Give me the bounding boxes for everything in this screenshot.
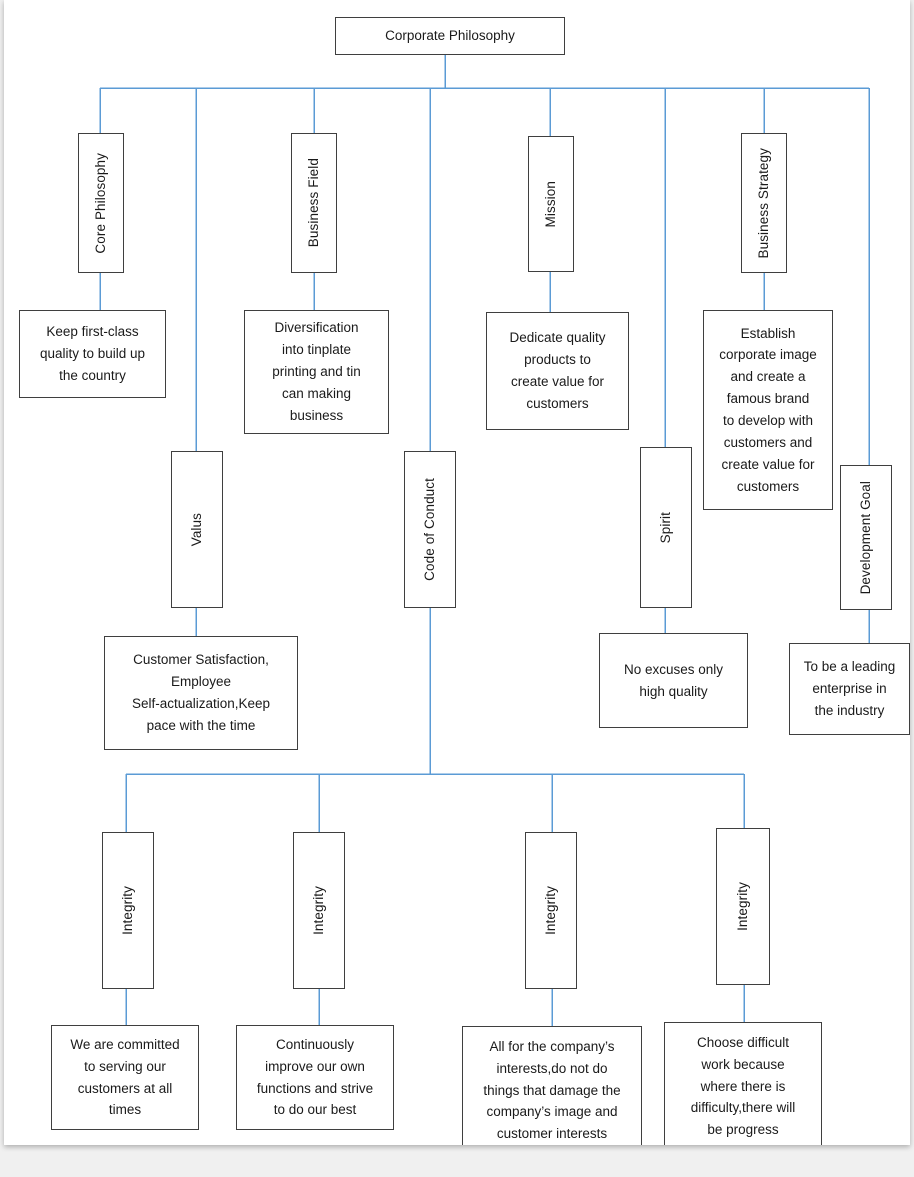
node-integrity-3[interactable]: Integrity [525, 832, 577, 989]
node-label: Mission [543, 180, 559, 228]
node-bizfield[interactable]: Business Field [291, 133, 337, 273]
node-integrity-2[interactable]: Integrity [293, 832, 345, 989]
node-label: Choose difficult work because where ther… [690, 1034, 796, 1138]
node-label: Dedicate quality products to create valu… [509, 330, 606, 411]
node-label: Customer Satisfaction, Employee Self-act… [131, 652, 271, 733]
node-label: Core Philosophy [93, 152, 109, 254]
node-devgoal-txt[interactable]: To be a leading enterprise in the indust… [789, 643, 910, 735]
node-mission[interactable]: Mission [528, 136, 574, 272]
node-label: Integrity [735, 882, 751, 931]
node-label: All for the company’s interests,do not d… [483, 1038, 621, 1142]
node-label: Development Goal [858, 480, 874, 595]
node-devgoal[interactable]: Development Goal [840, 465, 892, 610]
node-label: Keep first-class quality to build up the… [39, 324, 146, 383]
node-valus[interactable]: Valus [171, 451, 223, 608]
node-bizstrategy-txt[interactable]: Establish corporate image and create a f… [703, 310, 833, 510]
node-label: Diversification into tinplate printing a… [272, 320, 361, 423]
node-bizstrategy[interactable]: Business Strategy [741, 133, 787, 273]
node-integrity-3-txt[interactable]: All for the company’s interests,do not d… [462, 1026, 642, 1145]
node-label: No excuses only high quality [623, 661, 724, 699]
node-label: To be a leading enterprise in the indust… [803, 659, 896, 718]
node-label: Continuously improve our own functions a… [256, 1036, 374, 1118]
node-core[interactable]: Core Philosophy [78, 133, 124, 273]
node-root[interactable]: Corporate Philosophy [335, 17, 565, 55]
node-spirit-txt[interactable]: No excuses only high quality [599, 633, 748, 728]
node-label: Business Field [306, 158, 322, 248]
node-integrity-4[interactable]: Integrity [716, 828, 770, 985]
node-integrity-1[interactable]: Integrity [102, 832, 154, 989]
node-integrity-2-txt[interactable]: Continuously improve our own functions a… [236, 1025, 394, 1130]
node-label: Valus [189, 512, 205, 547]
node-mission-txt[interactable]: Dedicate quality products to create valu… [486, 312, 629, 430]
node-core-txt[interactable]: Keep first-class quality to build up the… [19, 310, 166, 398]
node-label: Spirit [658, 511, 674, 544]
node-label: Business Strategy [756, 147, 772, 259]
node-label: Integrity [543, 886, 559, 935]
node-label: Corporate Philosophy [385, 28, 515, 44]
node-label: Integrity [120, 886, 136, 935]
node-label: We are committed to serving our customer… [70, 1036, 180, 1118]
node-integrity-1-txt[interactable]: We are committed to serving our customer… [51, 1025, 199, 1130]
node-integrity-4-txt[interactable]: Choose difficult work because where ther… [664, 1022, 822, 1145]
node-label: Integrity [311, 886, 327, 935]
node-spirit[interactable]: Spirit [640, 447, 692, 608]
node-conduct[interactable]: Code of Conduct [404, 451, 456, 608]
node-bizfield-txt[interactable]: Diversification into tinplate printing a… [244, 310, 389, 434]
node-label: Establish corporate image and create a f… [719, 325, 817, 494]
node-label: Code of Conduct [422, 478, 438, 581]
node-valus-txt[interactable]: Customer Satisfaction, Employee Self-act… [104, 636, 298, 750]
